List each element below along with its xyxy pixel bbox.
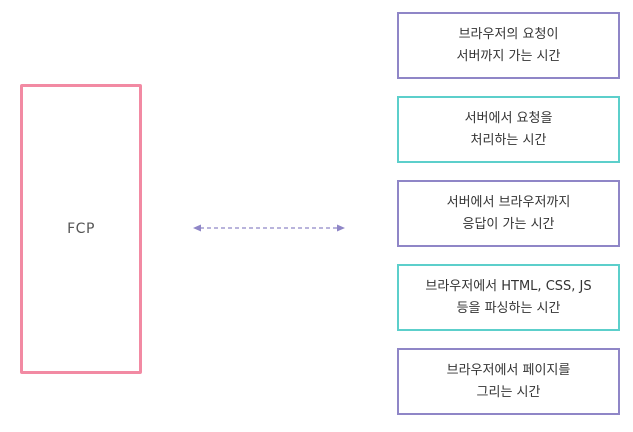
step-parsing: 브라우저에서 HTML, CSS, JS 등을 파싱하는 시간 [397,264,620,331]
step-line-1: 브라우저의 요청이 [458,26,559,42]
step-line-1: 서버에서 브라우저까지 [446,194,571,210]
step-server-processing: 서버에서 요청을 처리하는 시간 [397,96,620,163]
double-arrow [193,224,345,232]
step-line-1: 브라우저에서 HTML, CSS, JS [425,278,592,294]
step-line-2: 서버까지 가는 시간 [456,48,561,64]
step-response-to-browser: 서버에서 브라우저까지 응답이 가는 시간 [397,180,620,247]
arrow-head-left [193,224,201,232]
arrow-head-right [337,224,345,232]
step-line-1: 서버에서 요청을 [464,110,553,126]
step-rendering: 브라우저에서 페이지를 그리는 시간 [397,348,620,415]
fcp-box: FCP [20,84,142,374]
step-request-to-server: 브라우저의 요청이 서버까지 가는 시간 [397,12,620,79]
step-line-2: 처리하는 시간 [470,132,547,148]
step-line-2: 응답이 가는 시간 [462,216,555,232]
step-line-2: 그리는 시간 [476,384,541,400]
step-line-1: 브라우저에서 페이지를 [446,362,571,378]
step-line-2: 등을 파싱하는 시간 [456,300,561,316]
fcp-label: FCP [67,221,95,237]
